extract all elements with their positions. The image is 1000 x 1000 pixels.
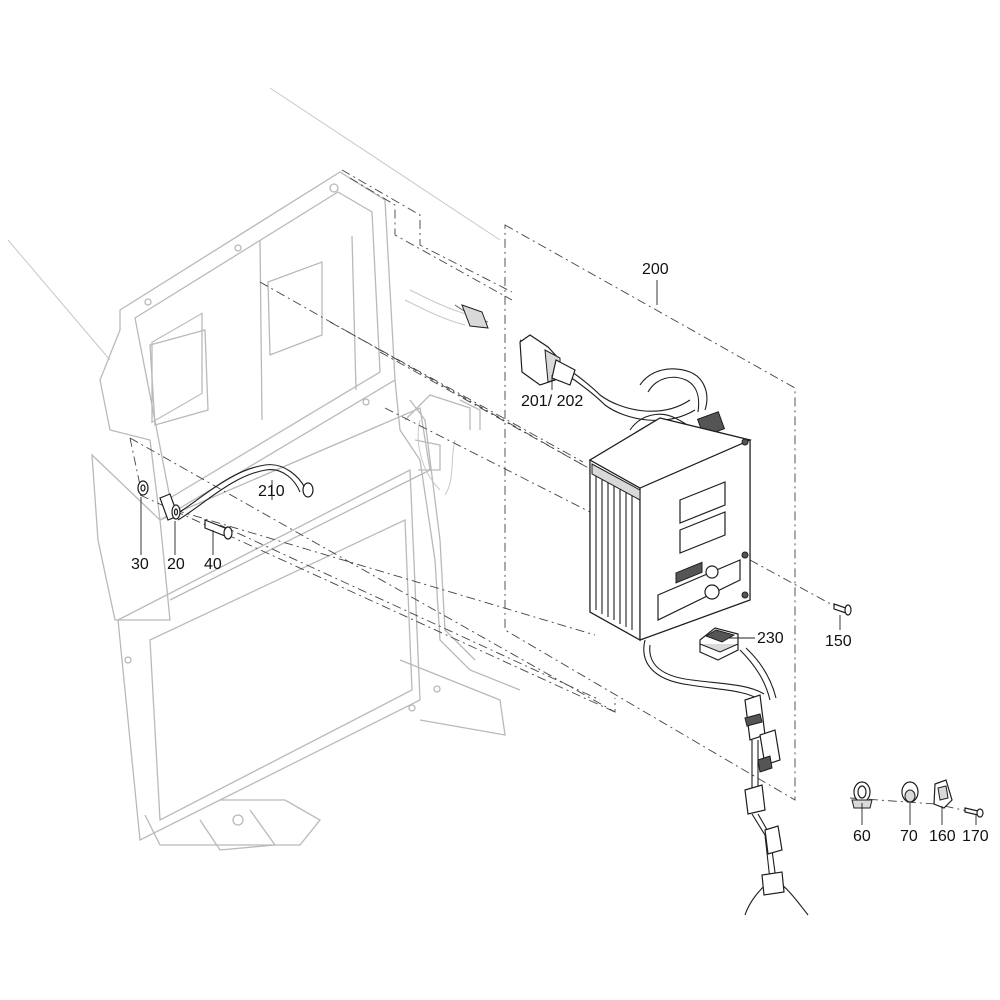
callout-201-202[interactable]: 201/ 202 — [521, 393, 584, 410]
callout-150[interactable]: 150 — [825, 633, 852, 650]
ground-cable-210[interactable] — [159, 464, 314, 521]
cabin-rear-wall — [7, 87, 521, 851]
screw-150[interactable] — [833, 603, 852, 616]
callout-20[interactable]: 20 — [167, 556, 185, 573]
callout-40[interactable]: 40 — [204, 556, 222, 573]
callout-60[interactable]: 60 — [853, 828, 871, 845]
washer-30[interactable] — [137, 480, 149, 496]
callout-30[interactable]: 30 — [131, 556, 149, 573]
control-box-200[interactable] — [588, 368, 809, 916]
assembly-lines — [129, 169, 973, 813]
callout-70[interactable]: 70 — [900, 828, 918, 845]
screw-170[interactable] — [964, 807, 984, 818]
callout-200[interactable]: 200 — [642, 261, 669, 278]
bolt-40[interactable] — [204, 519, 233, 540]
connector-201-202[interactable] — [454, 304, 696, 421]
plug-230[interactable] — [699, 627, 739, 661]
callout-210[interactable]: 210 — [258, 483, 285, 500]
leader-lines — [140, 280, 977, 825]
callout-230[interactable]: 230 — [757, 630, 784, 647]
callout-160[interactable]: 160 — [929, 828, 956, 845]
bracket-160[interactable] — [933, 779, 953, 809]
clamp-70[interactable] — [901, 781, 919, 803]
cable-lug-20[interactable] — [171, 504, 181, 520]
callout-170[interactable]: 170 — [962, 828, 989, 845]
